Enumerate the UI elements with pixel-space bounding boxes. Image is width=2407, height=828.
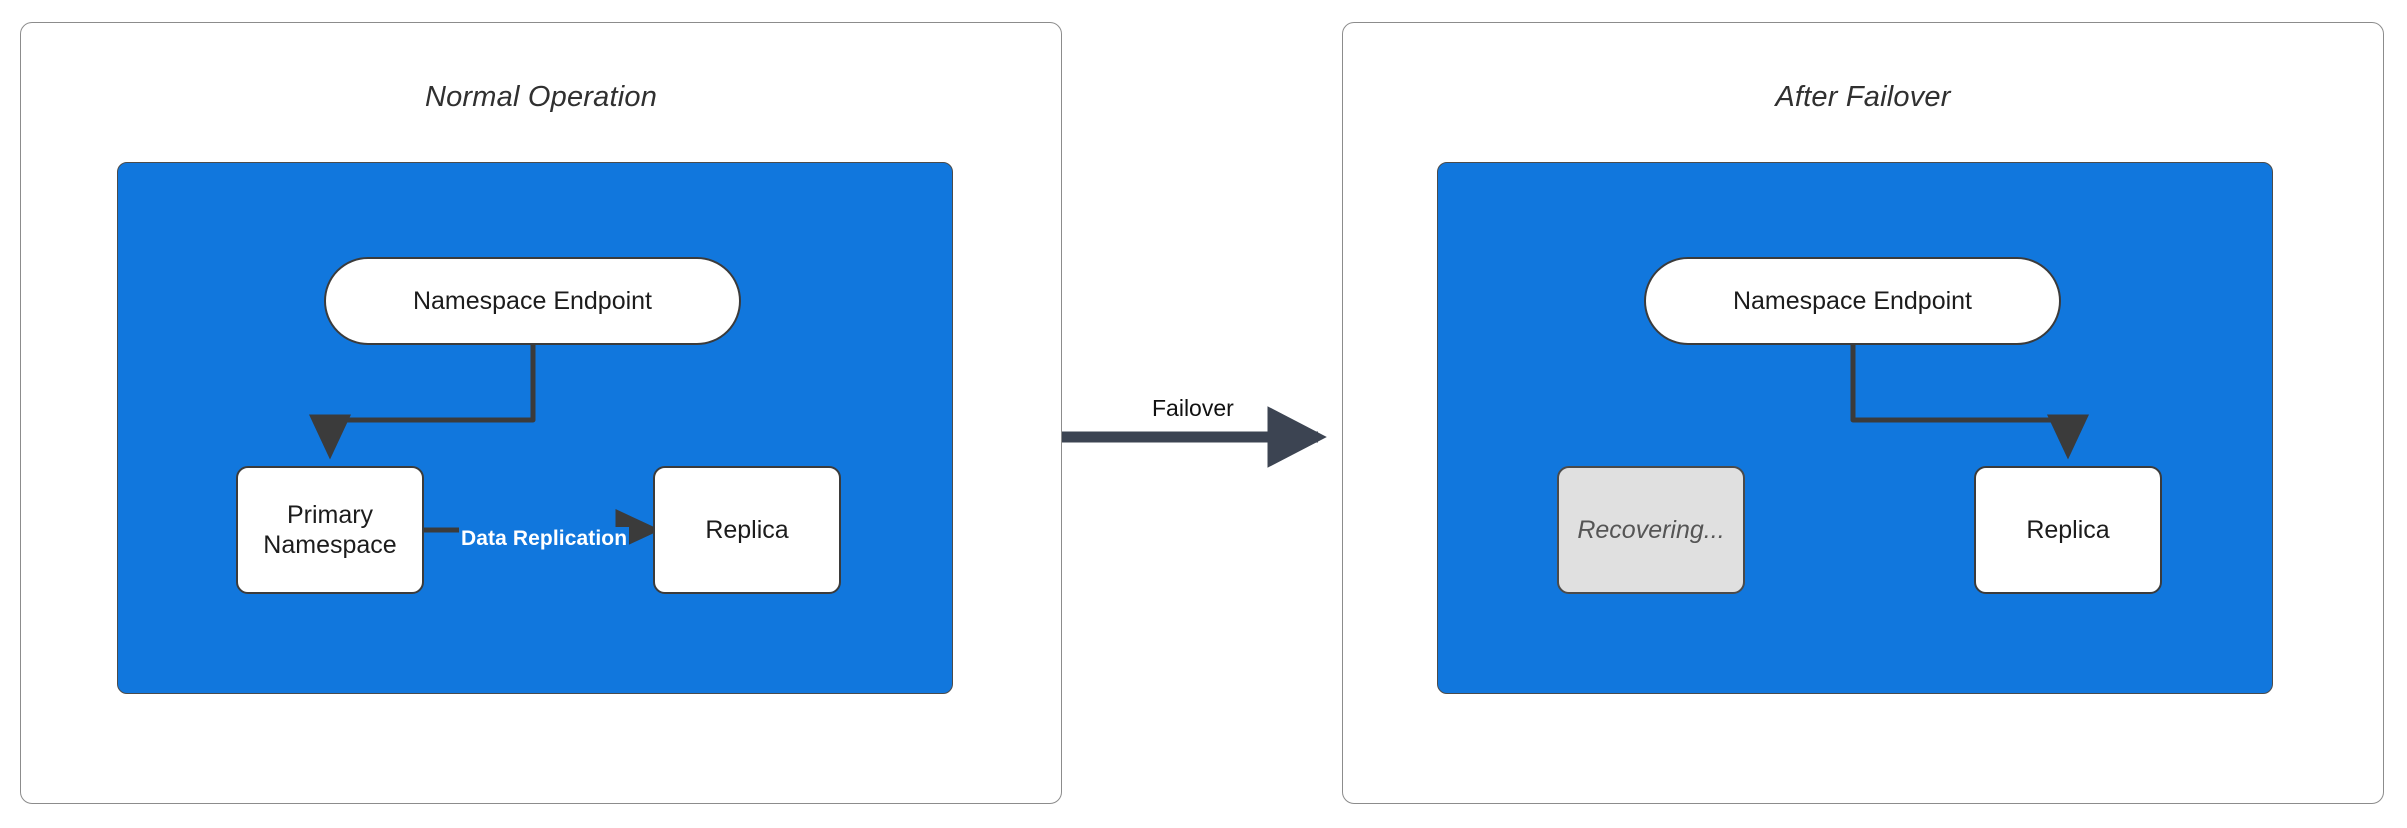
- edge-endpoint-to-replica: [1850, 345, 2089, 460]
- node-namespace-endpoint-right[interactable]: Namespace Endpoint: [1644, 257, 2061, 345]
- cluster-box-normal-operation: [117, 162, 953, 694]
- node-primary-namespace-line2: Namespace: [263, 531, 397, 559]
- panel-title-after-failover: After Failover: [1775, 81, 1951, 113]
- node-primary-namespace[interactable]: Primary Namespace: [236, 466, 424, 594]
- edge-label-data-replication: Data Replication: [459, 527, 630, 551]
- node-namespace-endpoint-left[interactable]: Namespace Endpoint: [324, 257, 741, 345]
- node-recovering[interactable]: Recovering...: [1557, 466, 1745, 594]
- node-primary-namespace-label: Primary Namespace: [263, 500, 396, 561]
- node-replica-right[interactable]: Replica: [1974, 466, 2162, 594]
- node-primary-namespace-line1: Primary: [286, 500, 374, 529]
- edge-endpoint-to-primary: [309, 345, 536, 460]
- node-replica-left[interactable]: Replica: [653, 466, 841, 594]
- transition-label-failover: Failover: [1152, 395, 1234, 421]
- cluster-box-after-failover: [1437, 162, 2273, 694]
- panel-title-normal-operation: Normal Operation: [424, 81, 658, 113]
